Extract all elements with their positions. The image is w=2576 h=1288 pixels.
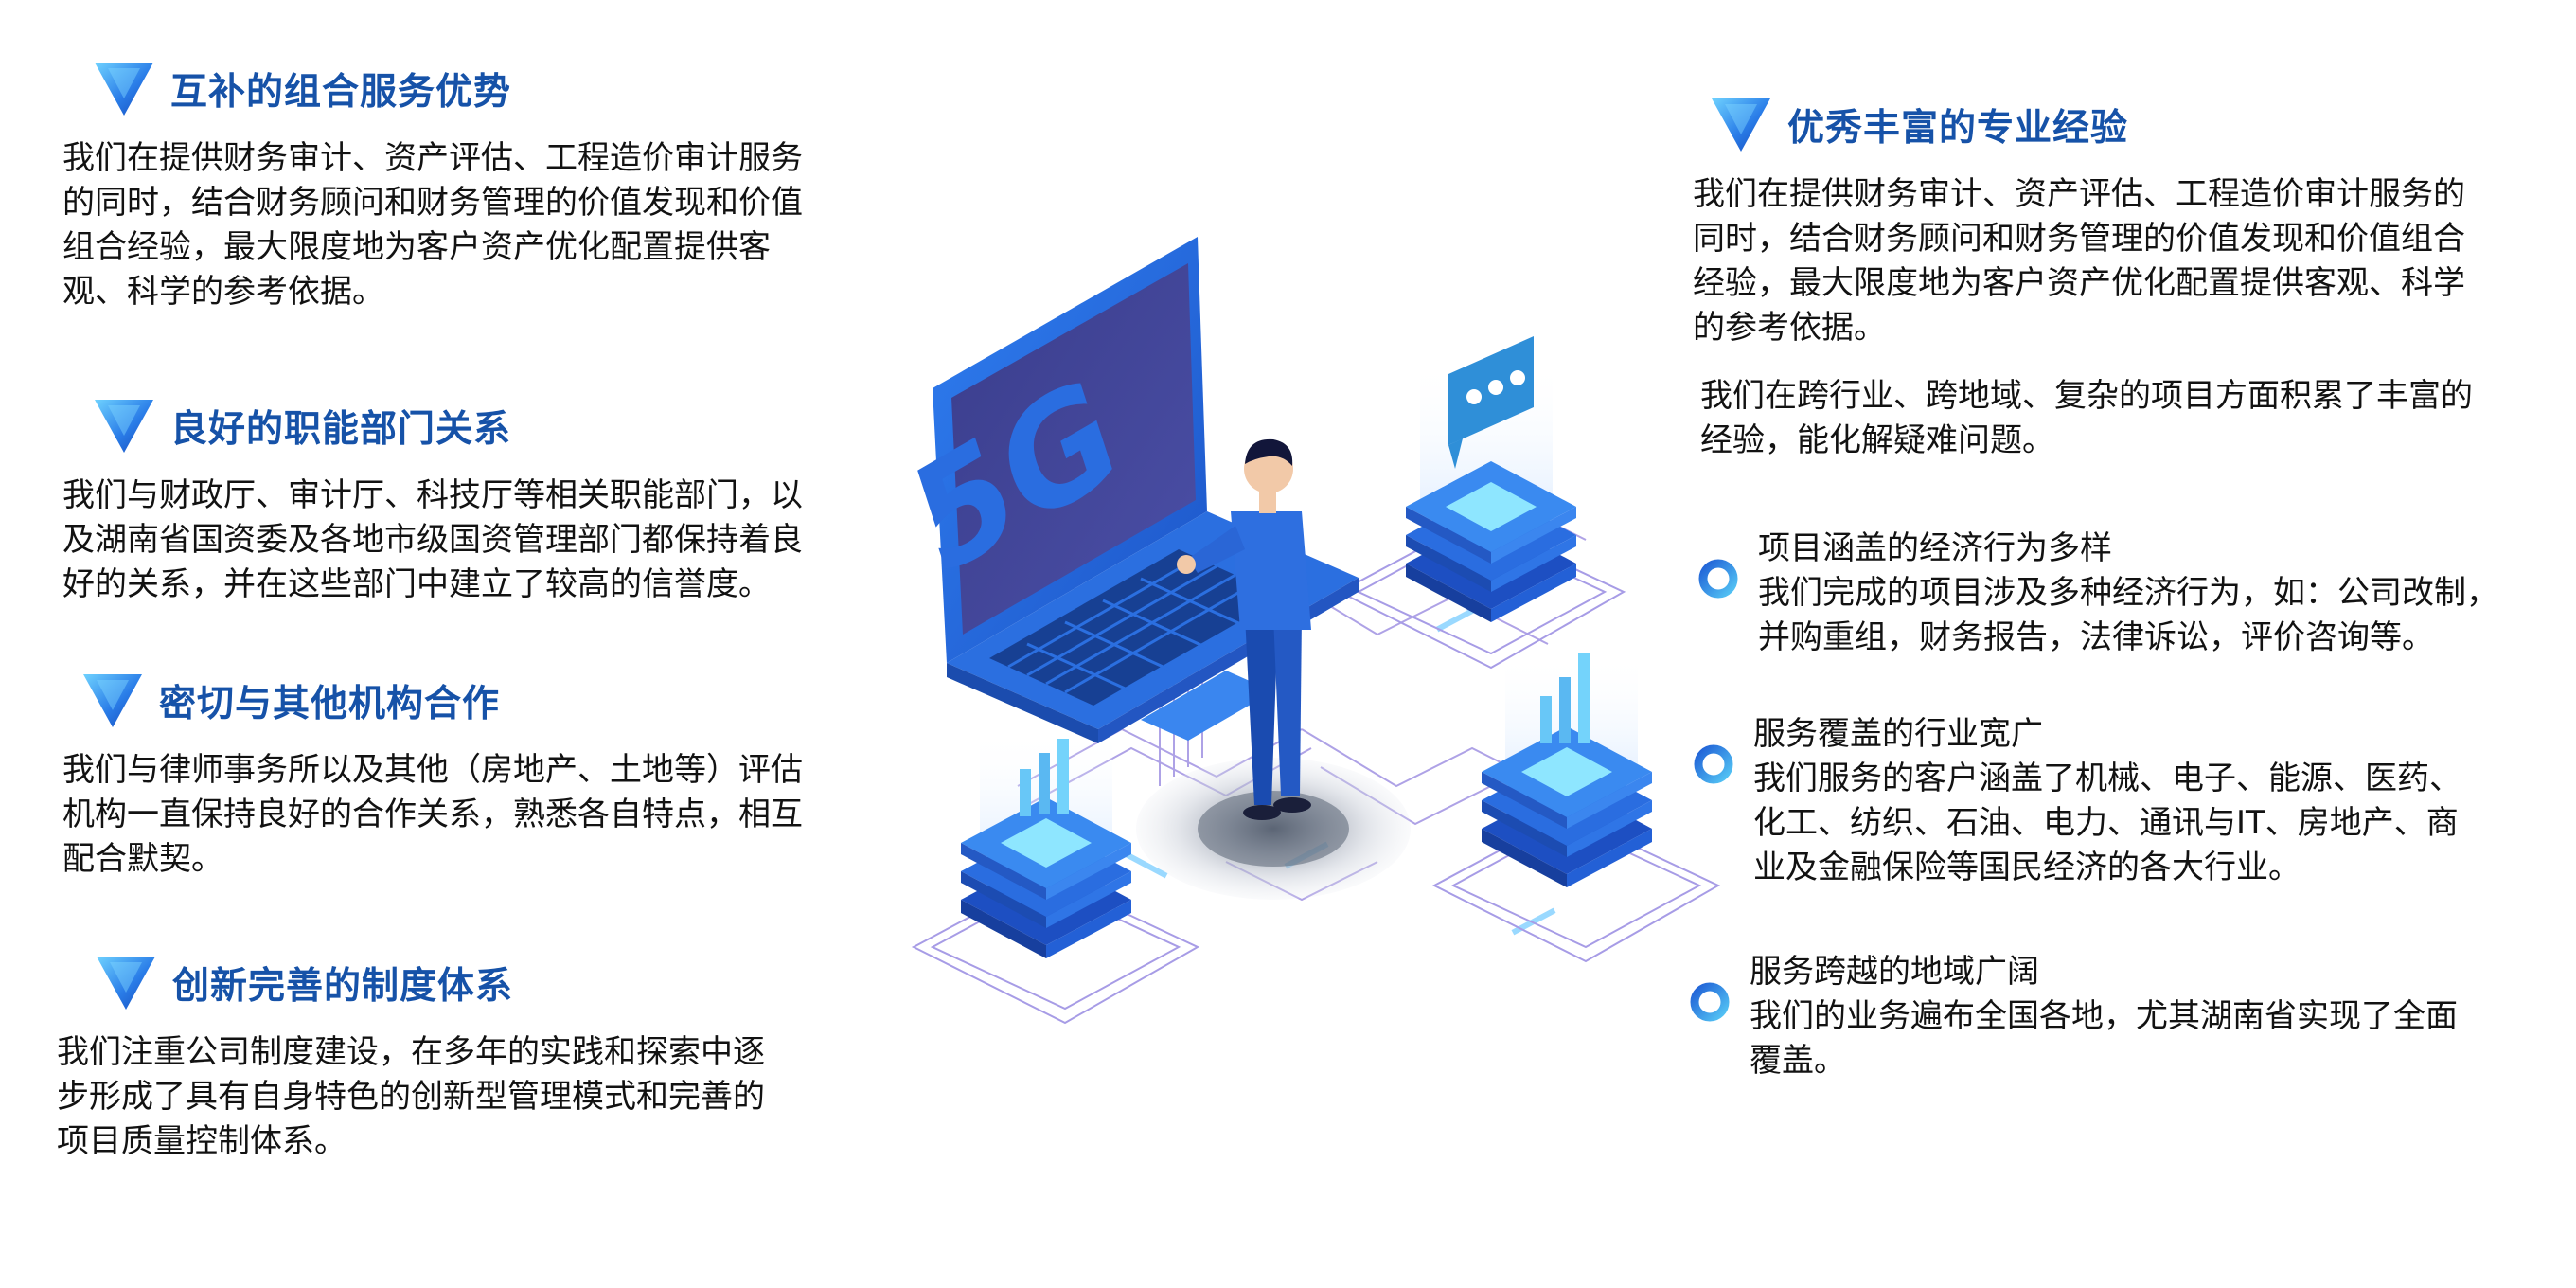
section-title: 创新完善的制度体系 — [172, 965, 514, 1008]
section-heading: 良好的职能部门关系 — [95, 400, 896, 453]
section-department-relations: 良好的职能部门关系 我们与财政厅、审计厅、科技厅等相关职能部门，以 及湖南省国资… — [62, 400, 896, 607]
ring-icon — [1690, 982, 1730, 1022]
bullet-body: 我们服务的客户涵盖了机械、电子、能源、医药、 化工、纺织、石油、电力、通讯与IT… — [1753, 757, 2461, 890]
body-line: 的同时，结合财务顾问和财务管理的价值发现和价值 — [62, 184, 803, 222]
section-heading: 优秀丰富的专业经验 — [1712, 98, 2545, 152]
body-line: 并购重组，财务报告，法律诉讼，评价咨询等。 — [1758, 618, 2434, 656]
section-title: 良好的职能部门关系 — [170, 408, 512, 451]
section-body: 我们与律师事务所以及其他（房地产、土地等）评估 机构一直保持良好的合作关系，熟悉… — [62, 748, 896, 882]
bullet-title: 服务跨越的地域广阔 — [1750, 953, 2039, 991]
section-title: 互补的组合服务优势 — [170, 71, 512, 114]
section-second-paragraph: 我们在跨行业、跨地域、复杂的项目方面积累了丰富的 经验，能化解疑难问题。 — [1700, 374, 2545, 463]
body-line: 我们在提供财务审计、资产评估、工程造价审计服务的 — [1693, 175, 2465, 213]
section-title: 优秀丰富的专业经验 — [1787, 107, 2129, 150]
body-line: 经验，能化解疑难问题。 — [1700, 421, 2054, 459]
ring-icon — [1698, 559, 1738, 599]
triangle-down-icon — [97, 957, 155, 1010]
body-line: 观、科学的参考依据。 — [62, 273, 384, 311]
body-line: 我们注重公司制度建设，在多年的实践和探索中逐 — [57, 1033, 765, 1071]
section-heading: 互补的组合服务优势 — [95, 63, 896, 116]
body-line: 项目质量控制体系。 — [57, 1122, 346, 1160]
ring-icon — [1694, 744, 1733, 784]
body-line: 及湖南省国资委及各地市级国资管理部门都保持着良 — [62, 521, 803, 559]
section-complementary-services: 互补的组合服务优势 我们在提供财务审计、资产评估、工程造价审计服务 的同时，结合… — [62, 63, 896, 314]
body-line: 配合默契。 — [62, 840, 223, 878]
body-line: 经验，最大限度地为客户资产优化配置提供客观、科学 — [1693, 264, 2465, 302]
body-line: 业及金融保险等国民经济的各大行业。 — [1753, 849, 2301, 886]
body-line: 的参考依据。 — [1693, 309, 1886, 347]
section-management-system: 创新完善的制度体系 我们注重公司制度建设，在多年的实践和探索中逐 步形成了具有自… — [57, 957, 890, 1164]
section-body: 我们在提供财务审计、资产评估、工程造价审计服务 的同时，结合财务顾问和财务管理的… — [62, 136, 896, 314]
body-line: 步形成了具有自身特色的创新型管理模式和完善的 — [57, 1078, 765, 1116]
body-line: 我们的业务遍布全国各地，尤其湖南省实现了全面 — [1750, 997, 2458, 1035]
body-line: 化工、纺织、石油、电力、通讯与IT、房地产、商 — [1753, 804, 2459, 842]
body-line: 我们在跨行业、跨地域、复杂的项目方面积累了丰富的 — [1700, 377, 2473, 415]
bullet-title: 服务覆盖的行业宽广 — [1753, 715, 2043, 753]
bullet-economic-behaviors: 项目涵盖的经济行为多样 我们完成的项目涉及多种经济行为，如：公司改制， 并购重组… — [1697, 527, 2498, 660]
body-line: 组合经验，最大限度地为客户资产优化配置提供客 — [62, 228, 771, 266]
body-line: 同时，结合财务顾问和财务管理的价值发现和价值组合 — [1693, 220, 2465, 258]
triangle-down-icon — [95, 400, 153, 453]
triangle-down-icon — [83, 674, 142, 727]
section-body: 我们与财政厅、审计厅、科技厅等相关职能部门，以 及湖南省国资委及各地市级国资管理… — [62, 474, 896, 607]
5g-laptop-illustration: 5G — [904, 237, 1721, 1025]
section-heading: 密切与其他机构合作 — [83, 674, 896, 727]
triangle-down-icon — [1712, 98, 1770, 152]
bullet-body: 我们的业务遍布全国各地，尤其湖南省实现了全面 覆盖。 — [1750, 994, 2458, 1083]
section-title: 密切与其他机构合作 — [159, 683, 501, 725]
body-line: 我们在提供财务审计、资产评估、工程造价审计服务 — [62, 139, 803, 177]
section-body: 我们注重公司制度建设，在多年的实践和探索中逐 步形成了具有自身特色的创新型管理模… — [57, 1030, 890, 1164]
bullet-title: 项目涵盖的经济行为多样 — [1758, 529, 2112, 567]
section-institution-cooperation: 密切与其他机构合作 我们与律师事务所以及其他（房地产、土地等）评估 机构一直保持… — [62, 674, 896, 882]
body-line: 机构一直保持良好的合作关系，熟悉各自特点，相互 — [62, 796, 803, 833]
body-line: 我们与律师事务所以及其他（房地产、土地等）评估 — [62, 751, 803, 789]
bullet-regional-coverage: 服务跨越的地域广阔 我们的业务遍布全国各地，尤其湖南省实现了全面 覆盖。 — [1689, 950, 2458, 1083]
body-line: 我们服务的客户涵盖了机械、电子、能源、医药、 — [1753, 760, 2461, 797]
body-line: 我们完成的项目涉及多种经济行为，如：公司改制， — [1758, 574, 2498, 612]
body-line: 覆盖。 — [1750, 1042, 1846, 1080]
body-line: 我们与财政厅、审计厅、科技厅等相关职能部门，以 — [62, 476, 803, 514]
section-intro: 我们在提供财务审计、资产评估、工程造价审计服务的 同时，结合财务顾问和财务管理的… — [1693, 172, 2545, 350]
bullet-industry-coverage: 服务覆盖的行业宽广 我们服务的客户涵盖了机械、电子、能源、医药、 化工、纺织、石… — [1693, 712, 2461, 890]
section-heading: 创新完善的制度体系 — [97, 957, 890, 1010]
triangle-down-icon — [95, 63, 153, 116]
bullet-body: 我们完成的项目涉及多种经济行为，如：公司改制， 并购重组，财务报告，法律诉讼，评… — [1758, 571, 2498, 660]
section-professional-experience: 优秀丰富的专业经验 我们在提供财务审计、资产评估、工程造价审计服务的 同时，结合… — [1693, 98, 2545, 463]
body-line: 好的关系，并在这些部门中建立了较高的信誉度。 — [62, 565, 771, 603]
